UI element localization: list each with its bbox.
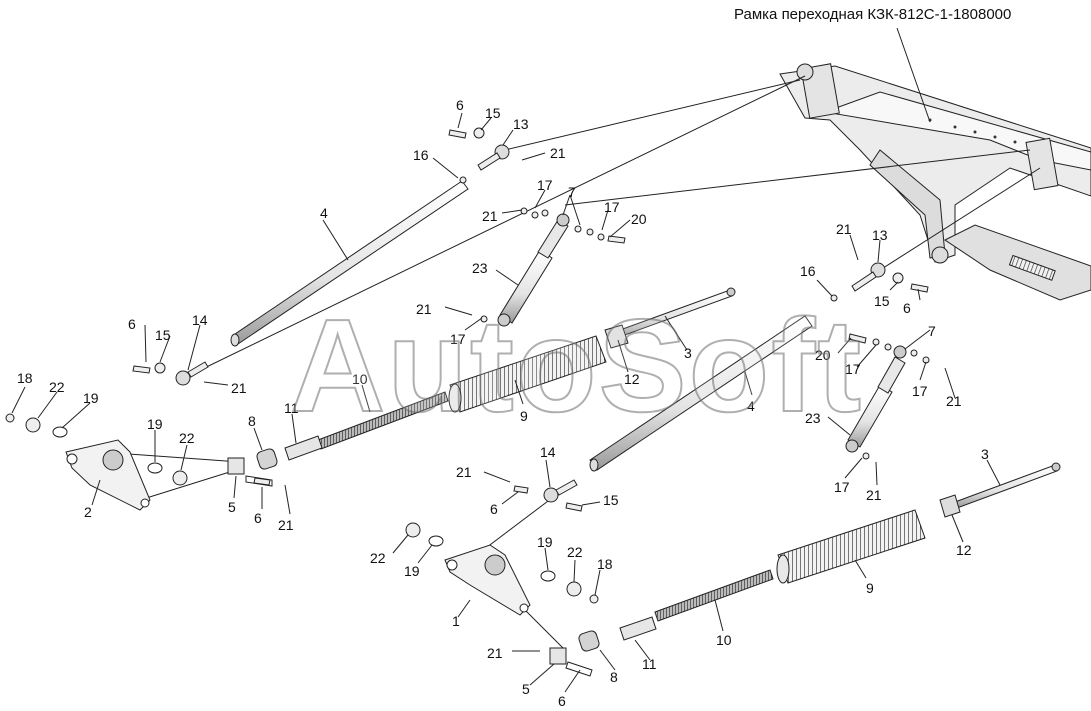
callout-21: 21 [487,645,503,661]
callout-15: 15 [603,492,619,508]
nut-12-top [604,324,629,349]
rod-end-14-left [175,361,209,386]
spring-9-top [448,335,607,413]
rod-end-14-right [543,479,578,503]
callout-22: 22 [567,544,583,560]
callout-12: 12 [956,542,972,558]
threaded-rod-10-top [317,391,449,450]
callout-17: 17 [537,177,553,193]
callout-5: 5 [522,681,530,697]
callout-6: 6 [128,316,136,332]
rod-3-bottom [954,462,1061,509]
callout-10: 10 [716,632,732,648]
callout-17: 17 [450,331,466,347]
lever-2 [65,439,151,511]
callout-19: 19 [83,390,99,406]
callout-leaders [11,112,1001,693]
callout-13: 13 [513,116,529,132]
adjuster-11-bottom [619,616,657,641]
callout-17: 17 [604,199,620,215]
transition-frame [779,63,1091,301]
callout-8: 8 [610,669,618,685]
callout-19: 19 [147,416,163,432]
callout-9: 9 [520,408,528,424]
callout-21: 21 [231,380,247,396]
callout-21: 21 [550,145,566,161]
rod-end-13-top [477,144,510,171]
callout-22: 22 [370,550,386,566]
rod-end-13-right [851,262,886,292]
callout-15: 15 [155,327,171,343]
callout-17: 17 [912,383,928,399]
callout-4: 4 [320,205,328,221]
cylinder-23-top [497,213,570,327]
callout-8: 8 [248,413,256,429]
callout-17: 17 [834,479,850,495]
clevis-5-bottom [549,647,593,677]
callout-7: 7 [928,323,936,339]
callout-11: 11 [284,400,299,416]
coupler-8-top [256,448,278,470]
callout-23: 23 [472,260,488,276]
callout-21: 21 [416,301,432,317]
rod-4-right [589,315,813,472]
callout-18: 18 [597,556,613,572]
callout-16: 16 [800,263,816,279]
callout-22: 22 [49,379,65,395]
callout-6: 6 [456,97,464,113]
frame-title: Рамка переходная КЗК-812С-1-1808000 [734,6,1012,23]
threaded-rod-10-bottom [654,569,774,622]
lever-1 [444,544,531,616]
nut-12-bottom [939,494,961,518]
callout-6: 6 [254,510,262,526]
callout-7: 7 [568,184,576,200]
callout-21: 21 [866,487,882,503]
callout-21: 21 [278,517,294,533]
callout-3: 3 [981,446,989,462]
callout-11: 11 [642,656,657,672]
callout-6: 6 [558,693,566,709]
callout-2: 2 [84,504,92,520]
callout-15: 15 [874,293,890,309]
callout-20: 20 [631,211,647,227]
cylinder-23-bottom [845,345,907,453]
spring-9-bottom [776,509,926,584]
callout-19: 19 [537,534,553,550]
callout-labels: 6 15 13 21 16 17 7 21 17 20 4 23 21 17 6… [17,97,989,709]
rod-3-top [619,287,736,337]
adjuster-11-top [284,435,323,461]
callout-20: 20 [815,347,831,363]
coupler-8-bottom [578,630,600,652]
callout-18: 18 [17,370,33,386]
callout-10: 10 [352,371,368,387]
callout-22: 22 [179,430,195,446]
callout-3: 3 [684,345,692,361]
callout-5: 5 [228,499,236,515]
callout-6: 6 [490,501,498,517]
callout-6: 6 [903,300,911,316]
callout-21: 21 [456,464,472,480]
callout-23: 23 [805,410,821,426]
callout-17: 17 [845,361,861,377]
callout-13: 13 [872,227,888,243]
callout-21: 21 [836,221,852,237]
callout-9: 9 [866,580,874,596]
hardware [5,127,930,604]
callout-14: 14 [540,444,556,460]
callout-14: 14 [192,312,208,328]
callout-21: 21 [482,208,498,224]
callout-19: 19 [404,563,420,579]
callout-1: 1 [452,613,460,629]
callout-16: 16 [413,147,429,163]
callout-12: 12 [624,371,640,387]
callout-21: 21 [946,393,962,409]
rod-4-left [230,180,469,347]
callout-4: 4 [747,398,755,414]
callout-15: 15 [485,105,501,121]
